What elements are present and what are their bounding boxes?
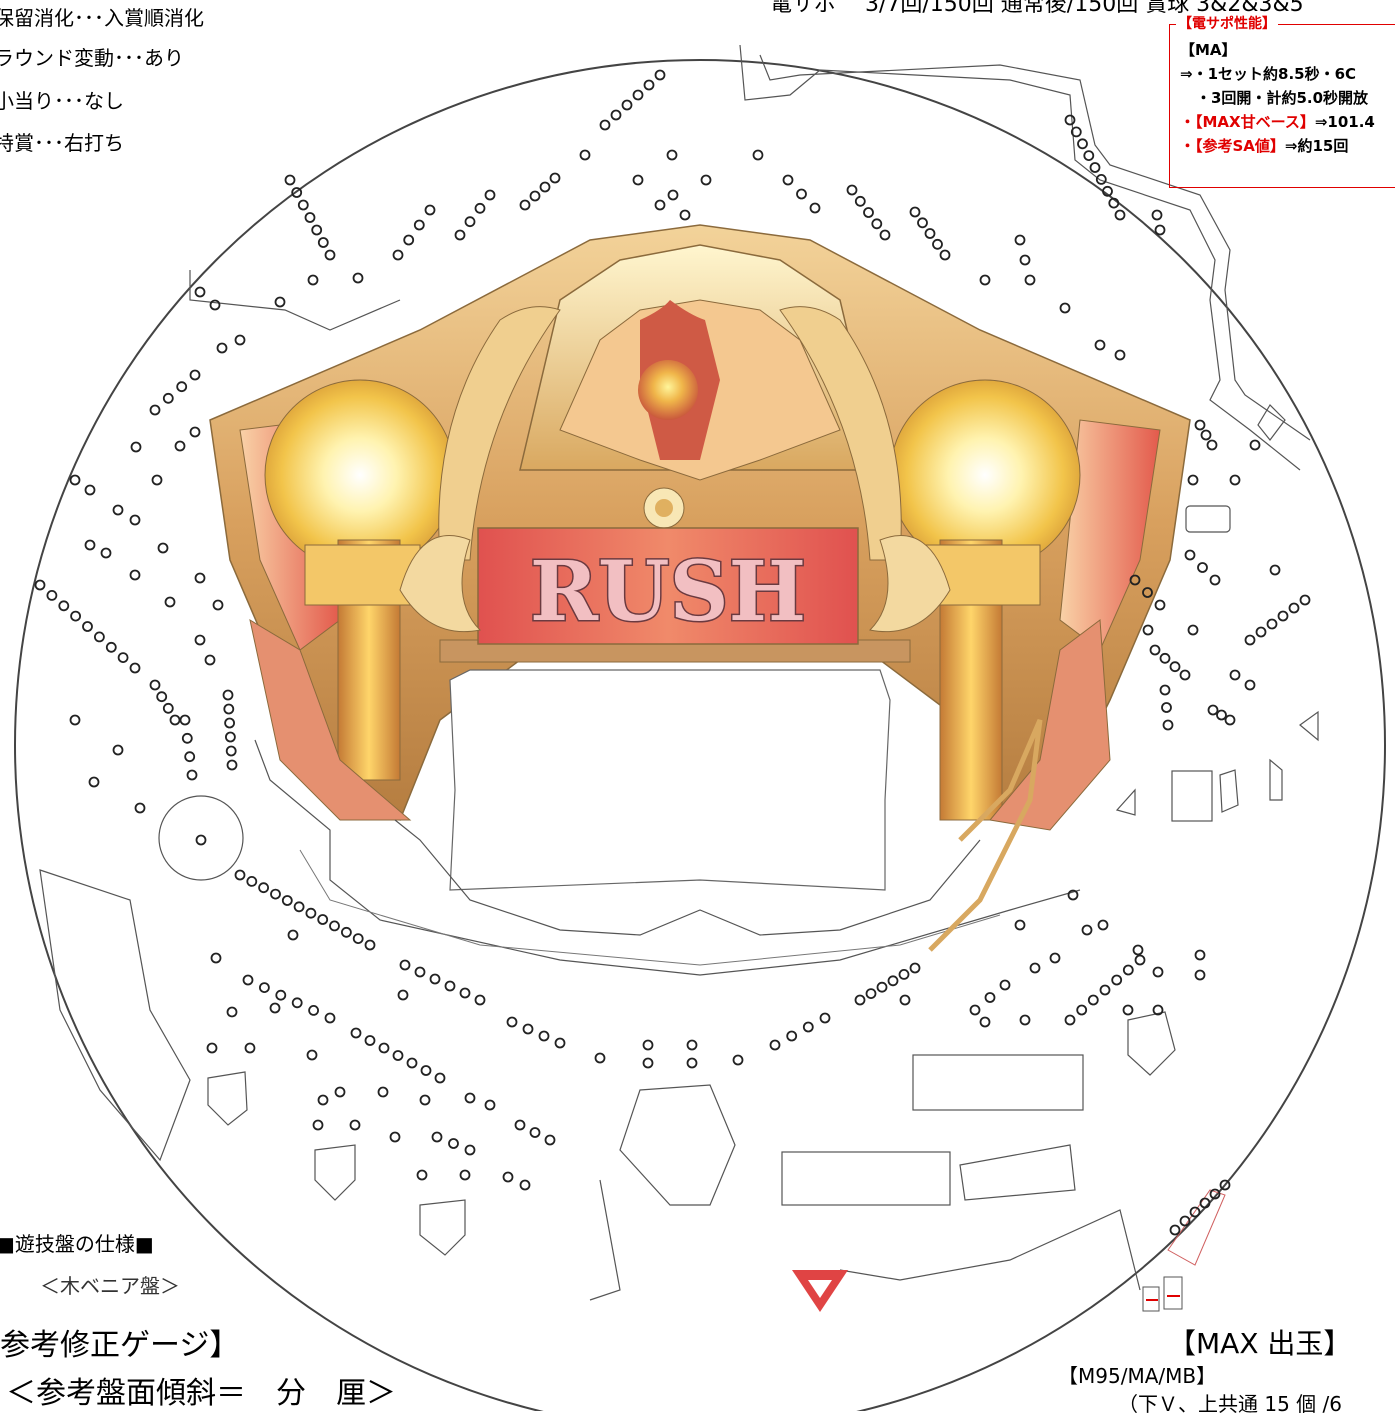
nail-pattern (34, 69, 1311, 1236)
spec-koatari: 小当り･･･なし (0, 89, 124, 113)
gauge-title: 【参考修正ゲージ】 (0, 1328, 240, 1363)
spec-tokushou: 特賞･･･右打ち (0, 131, 124, 155)
board-outline (14, 59, 1386, 1411)
spec-hold: 保留消化･･･入賞順消化 (0, 6, 204, 30)
dentsupo-type: 【MA】 (1180, 41, 1237, 59)
rush-logo: RUSH (530, 544, 806, 640)
sa-value: ⇒約15回 (1284, 137, 1349, 155)
dentsupo-line4: ・【参考SA値】⇒約15回 (1180, 135, 1348, 156)
max-payout-types: 【M95/MA/MB】 (1058, 1364, 1217, 1388)
board-spec-title: ■遊技盤の仕様■ (0, 1232, 154, 1256)
gauge-tilt: ＜参考盤面傾斜＝ 分 厘＞ (6, 1376, 396, 1411)
left-lower-panel (39, 795, 244, 1162)
right-rail (739, 44, 1311, 471)
max-payout-title: 【MAX 出玉】 (1168, 1327, 1352, 1360)
dentsupo-box: 【電サポ性能】 【MA】 ⇒・1セット約8.5秒・6C ・3回開・計約5.0秒開… (1169, 13, 1395, 188)
v-attacker (792, 1270, 848, 1312)
dentsupo-line3: ・【MAX甘ベース】⇒101.4 (1180, 111, 1375, 132)
sa-label: ・【参考SA値】 (1180, 137, 1285, 155)
max-base-label: ・【MAX甘ベース】 (1180, 113, 1315, 131)
bottom-structures (207, 505, 1319, 1301)
dentsupo-line1: ⇒・1セット約8.5秒・6C (1180, 65, 1357, 83)
rush-plate (477, 527, 859, 645)
dentsupo-header: 【電サポ性能】 (1176, 13, 1278, 33)
board-spec-type: ＜木ベニア盤＞ (40, 1274, 180, 1298)
sub-pocket-icon (1142, 1189, 1226, 1312)
max-payout-note: （下Ｖ、上共通 15 個 /6 (1118, 1392, 1342, 1416)
center-ornament (209, 224, 1191, 952)
top-right-specs: 電サポ 3/7回/150回 通常後/150回 賞球 3&2&3&5 (770, 0, 1304, 17)
dentsupo-line2: ・3回開・計約5.0秒開放 (1196, 89, 1369, 107)
spec-round: ラウンド変動･･･あり (0, 46, 184, 70)
max-base-value: ⇒101.4 (1314, 113, 1375, 131)
lcd-window (449, 669, 891, 891)
